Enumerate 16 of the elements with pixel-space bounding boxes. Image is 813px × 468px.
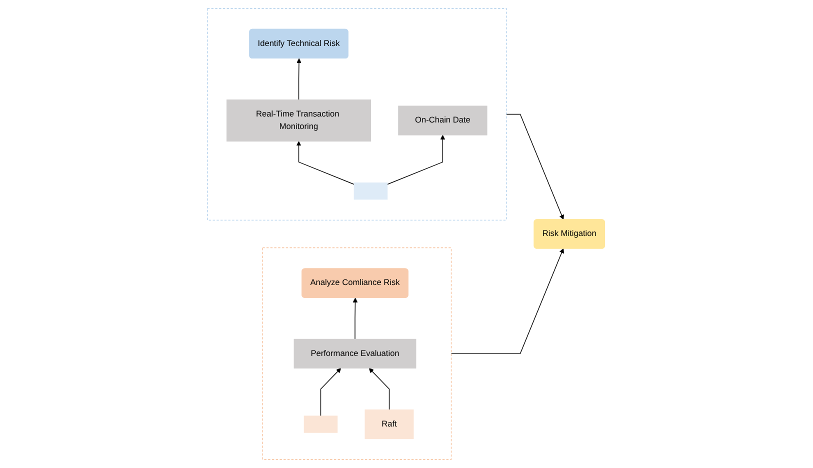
node-box: On-Chain Date	[398, 106, 488, 136]
node-box: Real-Time Transaction Monitoring	[226, 99, 372, 142]
node-box: Raft	[365, 409, 414, 440]
arrow	[320, 368, 342, 416]
arrow	[387, 134, 446, 185]
arrow	[297, 58, 302, 100]
node-box	[354, 182, 388, 200]
node-box: Performance Evaluation	[294, 338, 417, 368]
arrow	[506, 114, 564, 220]
node-box	[304, 416, 338, 433]
arrow	[353, 298, 358, 340]
arrow	[369, 368, 390, 410]
arrow	[296, 141, 355, 185]
cluster	[262, 248, 452, 460]
cluster	[208, 8, 508, 220]
arrow	[451, 248, 564, 354]
